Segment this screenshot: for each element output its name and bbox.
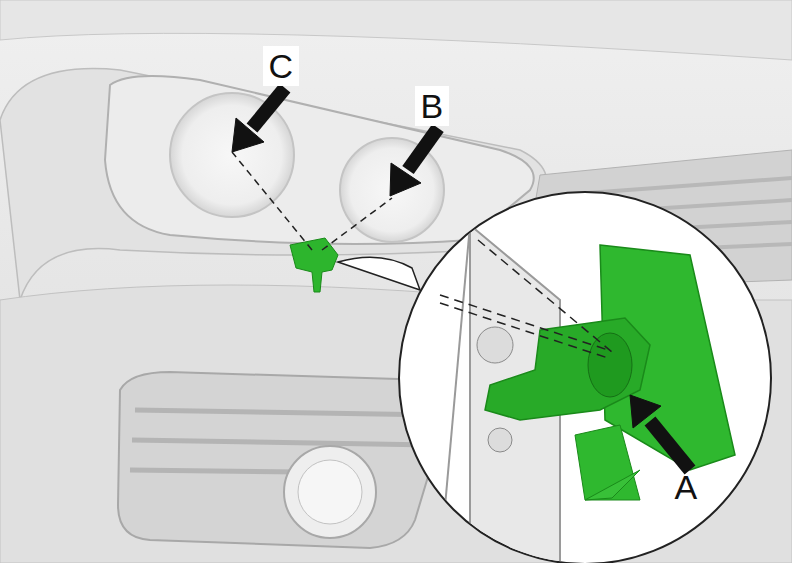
magnifier-tail	[338, 257, 420, 290]
headlight-housing	[105, 76, 534, 244]
fog-grille	[118, 372, 448, 548]
lens	[170, 93, 294, 217]
adjuster-part	[290, 238, 338, 292]
hood	[0, 0, 792, 60]
callout-letter: B	[415, 86, 450, 126]
callout-letter: A	[675, 467, 698, 507]
magnifier	[399, 192, 771, 563]
lens	[340, 138, 444, 242]
arrow	[630, 395, 690, 470]
arrow	[232, 88, 438, 196]
magnified-detail	[440, 225, 735, 563]
leader-line	[232, 152, 392, 250]
callout-letter: C	[263, 46, 300, 86]
